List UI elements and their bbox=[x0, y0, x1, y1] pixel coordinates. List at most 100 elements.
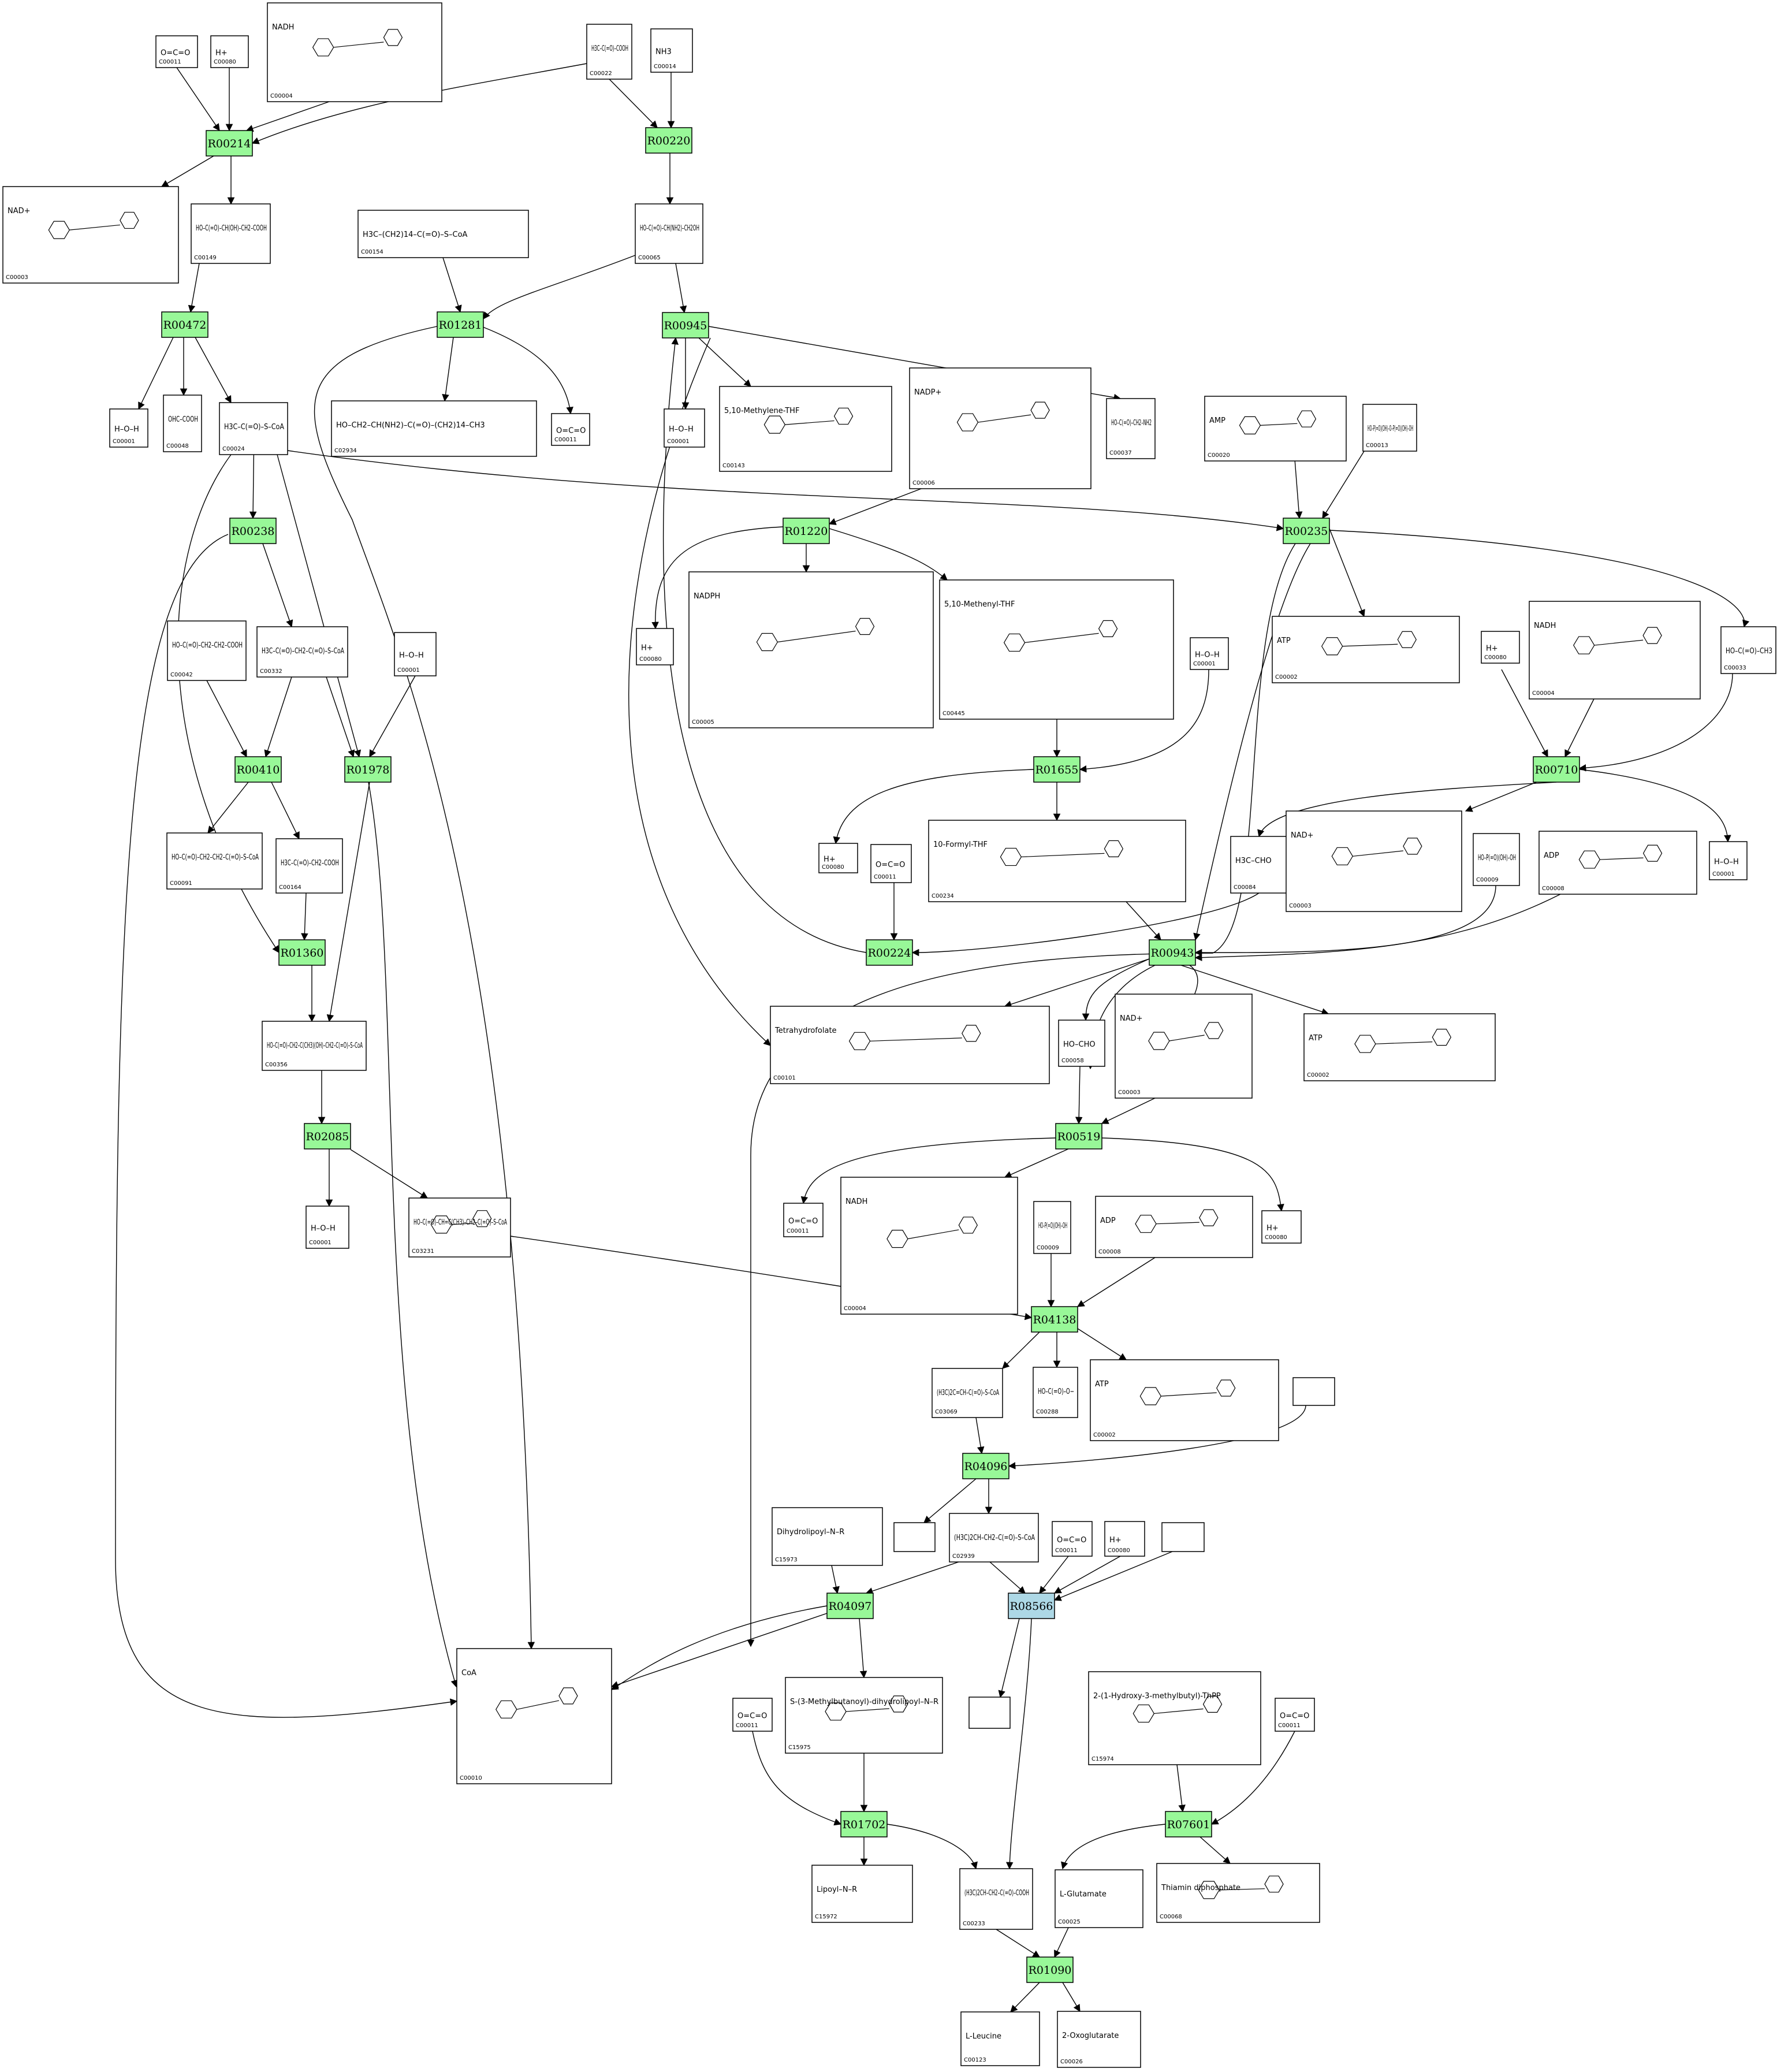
compound-box[interactable] bbox=[408, 1197, 511, 1258]
empty-compound-box[interactable] bbox=[1161, 1522, 1205, 1552]
compound-C00080[interactable]: H+C00080 bbox=[636, 628, 674, 665]
compound-box[interactable] bbox=[1055, 1869, 1143, 1928]
reaction-R00472[interactable]: R00472 bbox=[161, 311, 208, 338]
compound-box[interactable] bbox=[456, 1648, 612, 1784]
reaction-box[interactable] bbox=[234, 756, 282, 783]
compound-box[interactable] bbox=[1052, 1521, 1093, 1557]
compound-box[interactable] bbox=[785, 1677, 943, 1754]
reaction-box[interactable] bbox=[662, 312, 709, 338]
compound-box[interactable] bbox=[811, 1865, 913, 1923]
compound-box[interactable] bbox=[551, 413, 590, 446]
reaction-R00943[interactable]: R00943 bbox=[1149, 939, 1196, 966]
reaction-box[interactable] bbox=[783, 518, 830, 544]
reaction-R01655[interactable]: R01655 bbox=[1033, 756, 1081, 783]
reaction-box[interactable] bbox=[278, 939, 326, 966]
compound-box[interactable] bbox=[688, 571, 934, 728]
compound-box[interactable] bbox=[1033, 1367, 1078, 1418]
reaction-R01702[interactable]: R01702 bbox=[840, 1811, 888, 1837]
compound-box[interactable] bbox=[1033, 1201, 1071, 1254]
compound-box[interactable] bbox=[1709, 841, 1748, 880]
reaction-box[interactable] bbox=[866, 939, 913, 966]
compound-box[interactable] bbox=[840, 1177, 1018, 1315]
reaction-R00220[interactable]: R00220 bbox=[645, 127, 692, 154]
reaction-box[interactable] bbox=[304, 1123, 351, 1150]
compound-box[interactable] bbox=[1230, 836, 1287, 894]
compound-box[interactable] bbox=[167, 620, 247, 681]
compound-box[interactable] bbox=[1204, 396, 1347, 462]
compound-box[interactable] bbox=[2, 186, 179, 284]
reaction-R00519[interactable]: R00519 bbox=[1055, 1123, 1102, 1150]
compound-C00006[interactable]: NADP+C00006 bbox=[909, 367, 1091, 489]
empty-compound-box[interactable] bbox=[968, 1697, 1011, 1729]
compound-box[interactable] bbox=[635, 203, 703, 264]
compound-box[interactable] bbox=[719, 386, 892, 472]
compound-box[interactable] bbox=[1095, 1196, 1253, 1258]
reaction-R04096[interactable]: R04096 bbox=[962, 1453, 1009, 1479]
reaction-box[interactable] bbox=[840, 1811, 888, 1837]
reaction-box[interactable] bbox=[1055, 1123, 1102, 1150]
compound-box[interactable] bbox=[772, 1507, 883, 1566]
compound-box[interactable] bbox=[155, 35, 198, 68]
compound-box[interactable] bbox=[275, 838, 343, 894]
compound-box[interactable] bbox=[909, 367, 1091, 489]
compound-C15975[interactable]: S-(3-Methylbutanoyl)-dihydrolipoyl–N–RC1… bbox=[785, 1677, 943, 1754]
compound-box[interactable] bbox=[1156, 1863, 1320, 1923]
empty-compound-box[interactable] bbox=[1292, 1377, 1335, 1406]
compound-box[interactable] bbox=[1272, 616, 1460, 683]
compound-box[interactable] bbox=[1275, 1698, 1315, 1732]
compound-box[interactable] bbox=[163, 395, 202, 452]
compound-box[interactable] bbox=[219, 402, 288, 455]
reaction-R00410[interactable]: R00410 bbox=[234, 756, 282, 783]
reaction-box[interactable] bbox=[1283, 518, 1330, 544]
compound-box[interactable] bbox=[959, 1868, 1033, 1930]
compound-box[interactable] bbox=[1058, 1020, 1105, 1067]
reaction-box[interactable] bbox=[645, 127, 692, 154]
compound-box[interactable] bbox=[109, 408, 148, 448]
reaction-R07601[interactable]: R07601 bbox=[1165, 1811, 1212, 1837]
compound-box[interactable] bbox=[870, 844, 912, 883]
compound-box[interactable] bbox=[1481, 631, 1520, 664]
compound-box[interactable] bbox=[267, 2, 442, 102]
compound-box[interactable] bbox=[191, 203, 271, 264]
compound-box[interactable] bbox=[1362, 404, 1417, 452]
reaction-box[interactable] bbox=[1165, 1811, 1212, 1837]
compound-C00080[interactable]: H+C00080 bbox=[1104, 1521, 1145, 1557]
compound-box[interactable] bbox=[1261, 1210, 1302, 1244]
compound-box[interactable] bbox=[357, 210, 529, 258]
reaction-R04138[interactable]: R04138 bbox=[1031, 1306, 1078, 1333]
compound-box[interactable] bbox=[650, 28, 693, 73]
compound-box[interactable] bbox=[1057, 2011, 1141, 2068]
compound-box[interactable] bbox=[262, 1021, 367, 1071]
reaction-box[interactable] bbox=[229, 518, 277, 544]
compound-box[interactable] bbox=[783, 1203, 824, 1237]
reaction-R00235[interactable]: R00235 bbox=[1283, 518, 1330, 544]
compound-box[interactable] bbox=[1538, 831, 1697, 895]
